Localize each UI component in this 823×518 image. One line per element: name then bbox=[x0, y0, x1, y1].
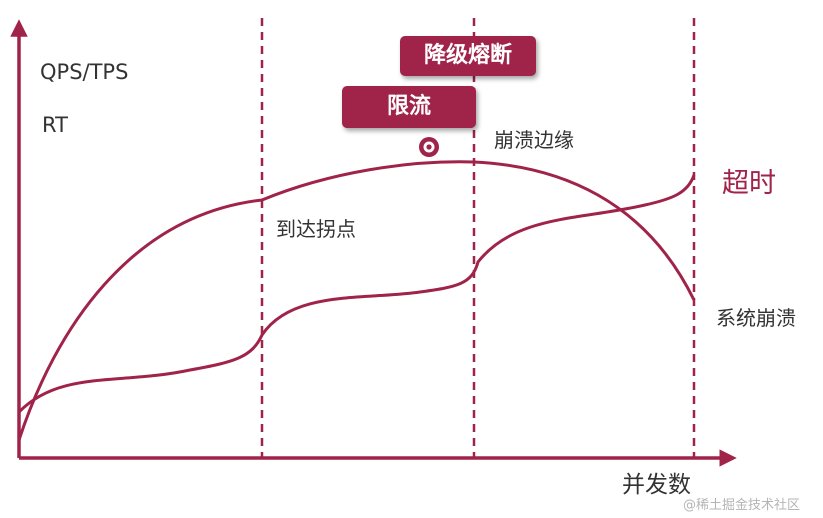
rate-limit-marker-center bbox=[426, 144, 432, 150]
watermark-text: @稀土掘金技术社区 bbox=[683, 498, 801, 513]
inflection-point-label: 到达拐点 bbox=[276, 217, 356, 241]
timeout-label: 超时 bbox=[722, 168, 776, 199]
rate-limit-badge: 限流 bbox=[342, 86, 476, 128]
y-axis-label-throughput: QPS/TPS bbox=[40, 60, 129, 84]
response-time-curve bbox=[17, 174, 696, 414]
y-axis-label-response-time: RT bbox=[42, 113, 68, 137]
x-axis-label: 并发数 bbox=[622, 472, 691, 498]
degrade-circuit-break-badge: 降级熔断 bbox=[400, 36, 536, 76]
throughput-curve bbox=[17, 160, 696, 441]
collapse-edge-label: 崩溃边缘 bbox=[494, 128, 574, 152]
system-collapse-label: 系统崩溃 bbox=[716, 306, 796, 330]
